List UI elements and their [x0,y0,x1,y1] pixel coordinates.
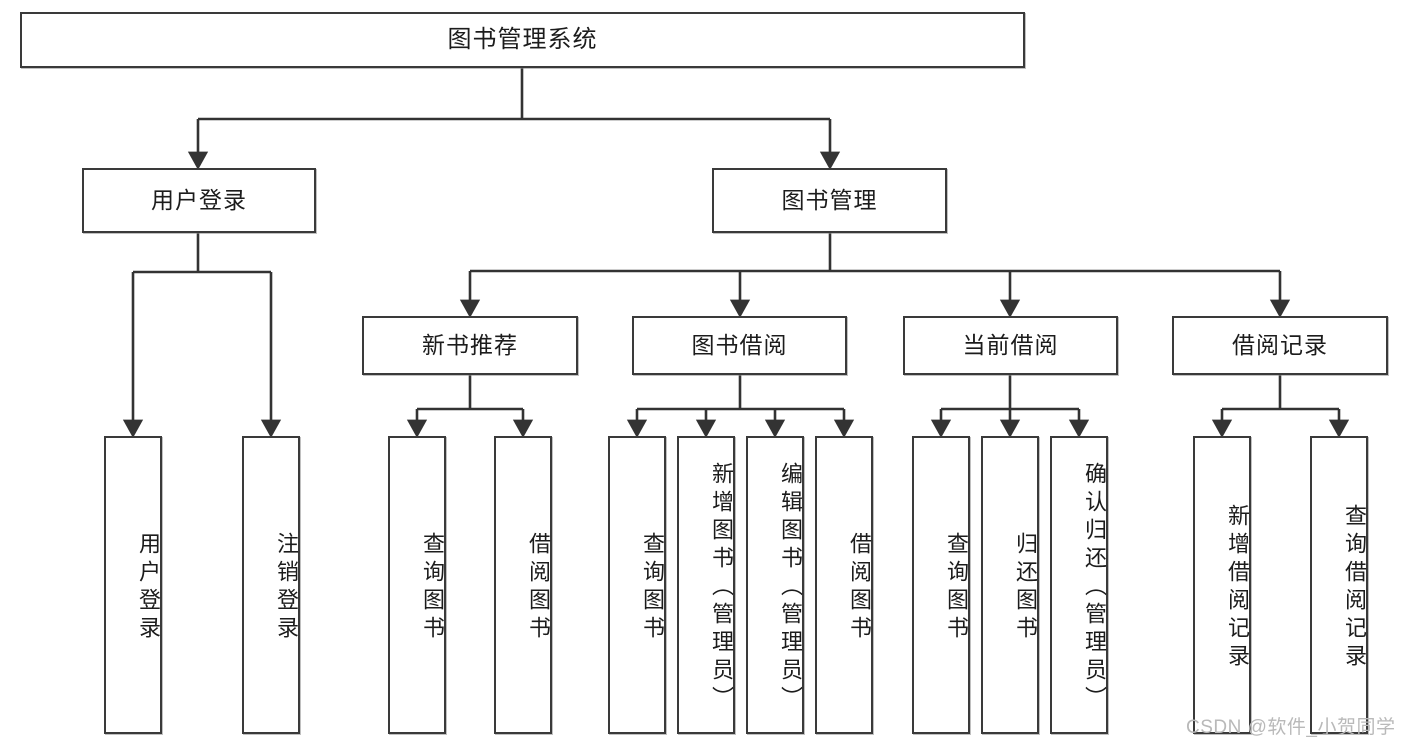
node-label: 新增图书（管理员） [709,462,734,714]
node-user-login[interactable]: 用户登录 [82,168,316,233]
node-label: 图书管理 [781,186,878,213]
node-label: 用户登录 [151,186,247,213]
leaf-user-login-signout[interactable]: 注销登录 [242,436,300,734]
leaf-borrow-query-book[interactable]: 查询图书 [608,436,666,734]
node-book-borrow[interactable]: 图书借阅 [632,316,847,375]
node-label: 确认归还（管理员） [1082,462,1107,714]
node-book-management[interactable]: 图书管理 [712,168,947,233]
leaf-current-return-book[interactable]: 归还图书 [981,436,1039,734]
node-label: 查询借阅记录 [1342,504,1367,672]
node-label: 图书借阅 [691,331,788,358]
leaf-borrow-borrow-book[interactable]: 借阅图书 [815,436,873,734]
leaf-new-book-query[interactable]: 查询图书 [388,436,446,734]
leaf-record-query-borrow-record[interactable]: 查询借阅记录 [1310,436,1368,734]
node-label: 新书推荐 [422,331,518,358]
node-label: 借阅图书 [847,532,872,644]
node-label: 归还图书 [1013,532,1038,644]
leaf-new-book-borrow[interactable]: 借阅图书 [494,436,552,734]
leaf-user-login-signin[interactable]: 用户登录 [104,436,162,734]
node-label: 编辑图书（管理员） [778,462,803,714]
node-current-borrow[interactable]: 当前借阅 [903,316,1118,375]
leaf-borrow-edit-book-admin[interactable]: 编辑图书（管理员） [746,436,804,734]
node-label: 新增借阅记录 [1225,504,1250,672]
node-label: 图书管理系统 [447,25,598,53]
leaf-current-confirm-return-admin[interactable]: 确认归还（管理员） [1050,436,1108,734]
csdn-watermark: CSDN @软件_小贺同学 [1186,717,1396,738]
leaf-current-query-book[interactable]: 查询图书 [912,436,970,734]
node-new-book-recommend[interactable]: 新书推荐 [362,316,578,375]
node-root-book-management-system[interactable]: 图书管理系统 [20,12,1025,68]
node-label: 当前借阅 [962,331,1059,358]
node-label: 借阅图书 [526,532,551,644]
node-label: 用户登录 [136,532,161,644]
node-label: 查询图书 [420,532,445,644]
node-label: 查询图书 [944,532,969,644]
node-borrow-record[interactable]: 借阅记录 [1172,316,1388,375]
node-label: 查询图书 [640,532,665,644]
leaf-borrow-add-book-admin[interactable]: 新增图书（管理员） [677,436,735,734]
node-label: 借阅记录 [1232,331,1328,358]
leaf-record-add-borrow-record[interactable]: 新增借阅记录 [1193,436,1251,734]
node-label: 注销登录 [274,532,299,644]
